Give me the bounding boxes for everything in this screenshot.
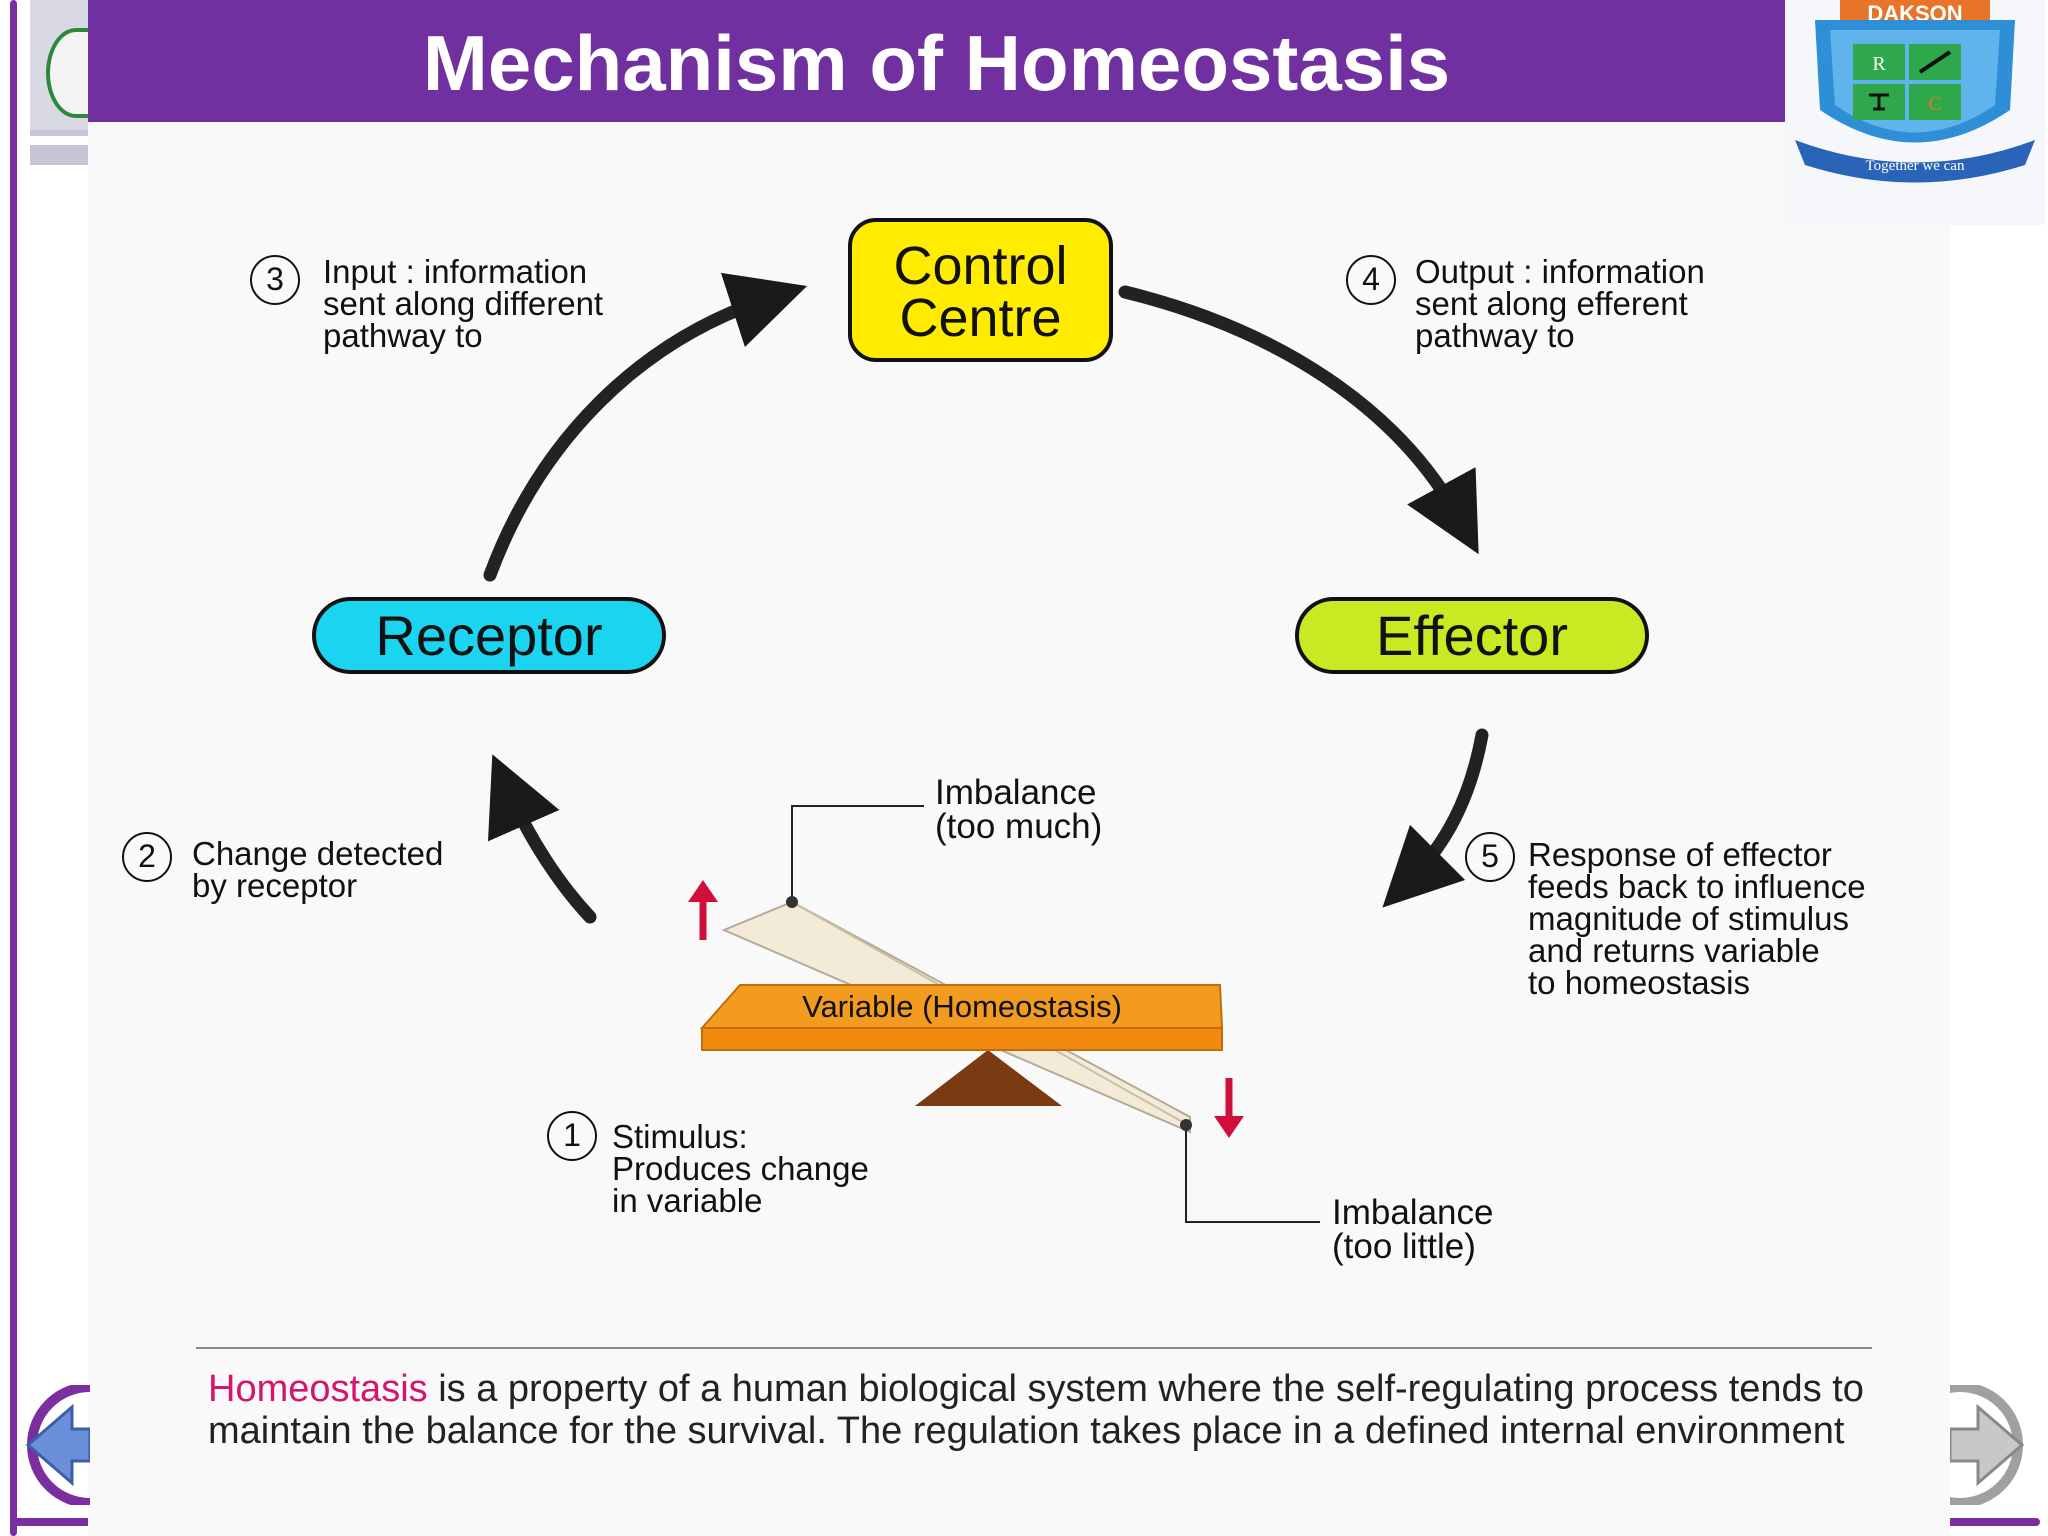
imbalance-too-little: Imbalance (too little)	[1332, 1193, 1494, 1266]
arrow-receptor-to-control	[483, 272, 808, 582]
logo-letter-r: R	[1872, 53, 1886, 75]
slide-frame-left	[10, 0, 17, 1536]
divider-line	[196, 1347, 1872, 1349]
fulcrum-triangle	[915, 1050, 1062, 1106]
step-4-number: 4	[1346, 255, 1396, 305]
step-2-number: 2	[122, 832, 172, 882]
step-5-text: Response of effector feeds back to influ…	[1528, 836, 1866, 1001]
up-arrow-icon	[688, 880, 718, 940]
step-1-text: Stimulus: Produces change in variable	[612, 1118, 869, 1219]
definition-term: Homeostasis	[208, 1368, 428, 1410]
step-3-text: Input : information sent along different…	[323, 253, 604, 354]
down-arrow-icon	[1214, 1078, 1244, 1138]
arrow-effector-to-balance	[1382, 728, 1489, 908]
definition-body: is a property of a human biological syst…	[208, 1368, 1864, 1452]
dakson-shield-icon: DAKSON R C Together we can	[1795, 0, 2035, 183]
control-centre-node: Control Centre	[848, 218, 1113, 362]
left-arrow-icon	[25, 1403, 90, 1487]
step-5-number: 5	[1465, 832, 1515, 882]
logo-letter-c: C	[1928, 93, 1941, 115]
step-3-number: 3	[250, 255, 300, 305]
leader-too-much	[791, 805, 924, 902]
step-4-text: Output : information sent along efferent…	[1415, 253, 1705, 354]
slide-side-tab-strip	[30, 145, 88, 165]
next-slide-button[interactable]	[1950, 1385, 2030, 1505]
page-title: Mechanism of Homeostasis	[422, 19, 1451, 107]
arrow-control-to-effector	[1118, 285, 1479, 555]
dakson-logo: DAKSON R C Together we can	[1785, 0, 2045, 225]
imbalance-too-much: Imbalance (too much)	[935, 773, 1103, 846]
previous-slide-button[interactable]	[20, 1385, 90, 1505]
variable-label: Variable (Homeostasis)	[802, 989, 1122, 1024]
step-2-text: Change detected by receptor	[192, 835, 444, 904]
leader-too-little	[1185, 1125, 1320, 1223]
right-arrow-icon	[1950, 1403, 2025, 1487]
effector-node: Effector	[1295, 597, 1649, 674]
arrow-balance-to-receptor	[488, 754, 597, 924]
title-bar: Mechanism of Homeostasis	[88, 0, 1785, 122]
logo-motto: Together we can	[1866, 158, 1965, 174]
step-1-number: 1	[547, 1111, 597, 1161]
receptor-node: Receptor	[312, 597, 666, 674]
definition-text: Homeostasis is a property of a human bio…	[208, 1368, 1888, 1452]
